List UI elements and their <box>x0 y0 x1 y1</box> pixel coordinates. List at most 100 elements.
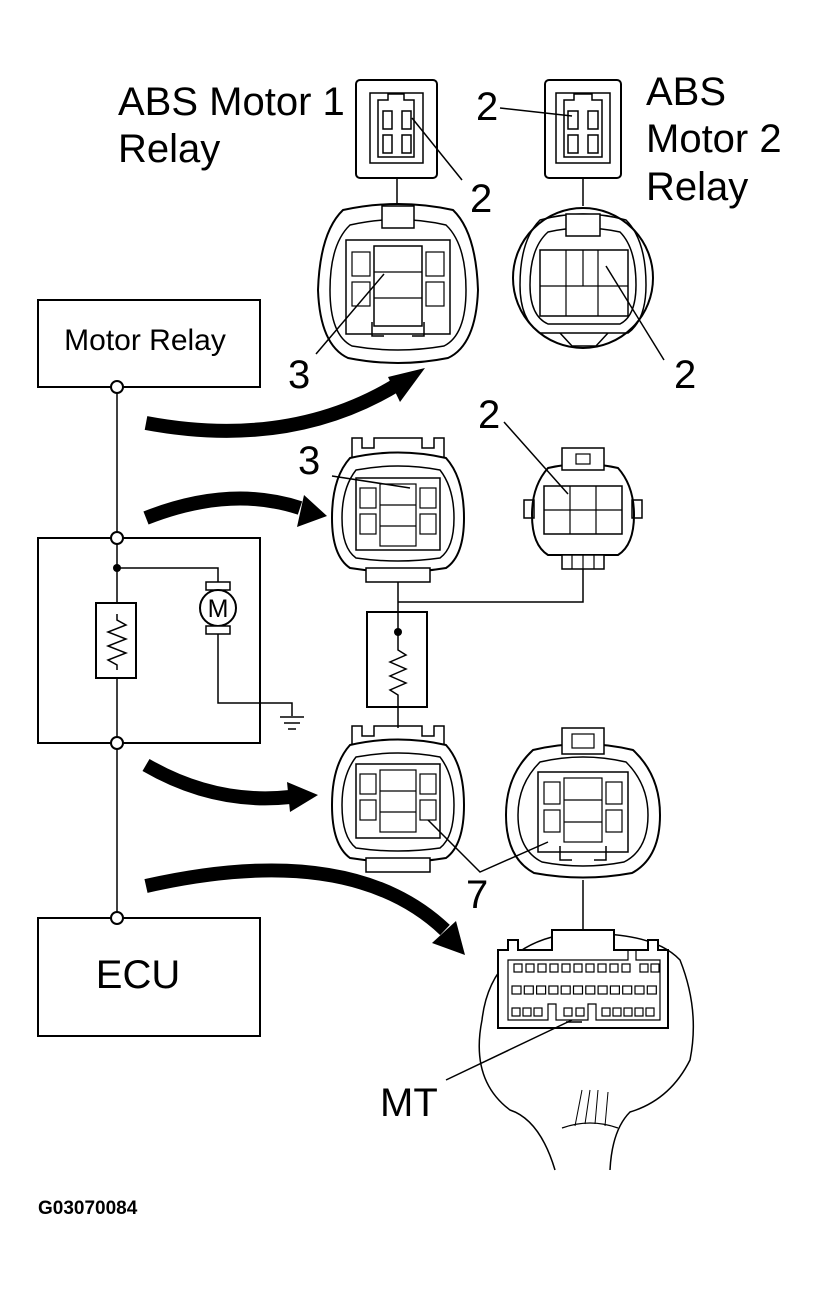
ecu-pin <box>523 985 534 995</box>
ecu-pin <box>525 963 535 973</box>
connector-mid-left <box>330 437 466 612</box>
connector-bottom-left-face <box>355 763 441 839</box>
leader-relay2 <box>499 107 573 117</box>
arrowhead <box>287 782 318 812</box>
ecu-pin <box>623 1007 633 1017</box>
arrow-to-bottom-connector <box>142 758 291 806</box>
relay2-terminal <box>567 134 579 154</box>
ground-icon <box>280 716 304 730</box>
motor-symbol-label: M <box>208 595 229 623</box>
callout-bottom: 7 <box>466 873 488 917</box>
ecu-pin <box>639 963 649 973</box>
ecu-pin <box>645 1007 655 1017</box>
resistor-box <box>95 602 137 679</box>
connector-top-left <box>316 203 480 364</box>
terminal-circle <box>110 911 124 925</box>
leader-top-right <box>605 265 665 361</box>
ecu-connector-body <box>497 929 669 1029</box>
arrow-to-ecu-connector <box>144 863 450 936</box>
arrowhead <box>432 921 465 955</box>
relay1-terminal <box>382 134 393 154</box>
abs-motor1-relay-label-line2: Relay <box>118 127 220 171</box>
ecu-pin <box>548 985 559 995</box>
wire-to-ground <box>217 634 293 716</box>
connector-cavity <box>425 251 445 277</box>
connector-latch <box>561 447 605 471</box>
ecu-connector <box>478 929 695 1171</box>
motor-relay-label: Motor Relay <box>64 324 226 357</box>
arrowhead <box>388 368 425 402</box>
terminal-circle <box>110 736 124 750</box>
abs-motor2-relay-label-line3: Relay <box>646 165 748 209</box>
ecu-pin <box>609 963 619 973</box>
resistor-zigzag-icon <box>105 614 129 670</box>
connector-top-right-face <box>539 249 629 317</box>
connector-bottom-right-shell <box>504 743 662 879</box>
connector-mid-left-shell <box>330 451 466 573</box>
ecu-pin <box>537 963 547 973</box>
connector-top-left-face <box>345 239 451 335</box>
connector-bottom-right <box>504 727 662 930</box>
ecu-pin <box>634 1007 644 1017</box>
connector-top-right-shell <box>519 213 647 334</box>
ecu-pin <box>601 1007 611 1017</box>
relay1-housing <box>377 93 415 158</box>
terminal-circle <box>110 531 124 545</box>
connector-bottom-left-shell <box>330 738 466 863</box>
relay2-face <box>555 92 611 164</box>
wire-mid-right-to-resistor <box>398 569 584 603</box>
terminal-circle <box>110 380 124 394</box>
ecu-pin <box>585 963 595 973</box>
ecu-pin <box>612 1007 622 1017</box>
ecu-pin <box>650 963 660 973</box>
relay2-terminal <box>587 134 599 154</box>
ecu-pin <box>572 985 584 995</box>
ecu-connector-face <box>507 949 661 1021</box>
ecu-pin <box>561 963 571 973</box>
ecu-pin <box>563 1007 573 1017</box>
abs-motor1-relay <box>355 79 438 206</box>
ecu-box <box>37 917 261 1037</box>
connector-mid-right <box>398 447 643 603</box>
callout-leaders <box>315 107 665 1081</box>
abs-motor2-relay-label-line2: Motor 2 <box>646 117 782 161</box>
ecu-pin <box>533 1007 543 1017</box>
arrow-to-top-connector <box>144 378 402 438</box>
mt-label: MT <box>380 1081 438 1125</box>
ecu-pin <box>522 1007 532 1017</box>
callout-mid-right: 2 <box>478 393 500 437</box>
leader-relay1 <box>411 117 463 181</box>
leader-mt <box>445 1019 573 1081</box>
connector-mid-left-top <box>351 437 445 458</box>
connector-top-right <box>512 207 654 349</box>
ecu-pin <box>511 1007 521 1017</box>
connector-latch <box>565 213 601 237</box>
relay1-terminal <box>401 134 412 154</box>
motor-brush-top <box>205 581 231 591</box>
ecu-pin <box>609 985 621 995</box>
connector-cavity <box>351 281 371 307</box>
ecu-pin <box>646 985 657 995</box>
ecu-pin <box>585 985 596 995</box>
leader-top-left <box>315 273 385 355</box>
connector-bottom-right-face <box>537 771 629 853</box>
connector-bottom-left <box>330 725 466 873</box>
ecu-pin <box>549 963 559 973</box>
arrow-to-mid-connector <box>143 491 303 525</box>
callout-mid-left: 3 <box>298 439 320 483</box>
figure-code: G03070084 <box>38 1198 138 1219</box>
schematic: Motor Relay M ECU <box>37 299 304 1037</box>
callout-top-right: 2 <box>674 353 696 397</box>
motor-brush-bottom <box>205 625 231 635</box>
ecu-pin <box>560 985 571 995</box>
ecu-harness-boot <box>478 933 695 1171</box>
ecu-pin <box>634 985 645 995</box>
connector-top-left-inner <box>329 218 467 351</box>
abs-motor2-relay-label-line1: ABS <box>646 70 726 114</box>
connector-latch <box>561 727 605 755</box>
relay2-housing <box>563 93 603 158</box>
ecu-pin <box>573 963 583 973</box>
ecu-pin <box>621 963 631 973</box>
ecu-pin <box>597 985 608 995</box>
